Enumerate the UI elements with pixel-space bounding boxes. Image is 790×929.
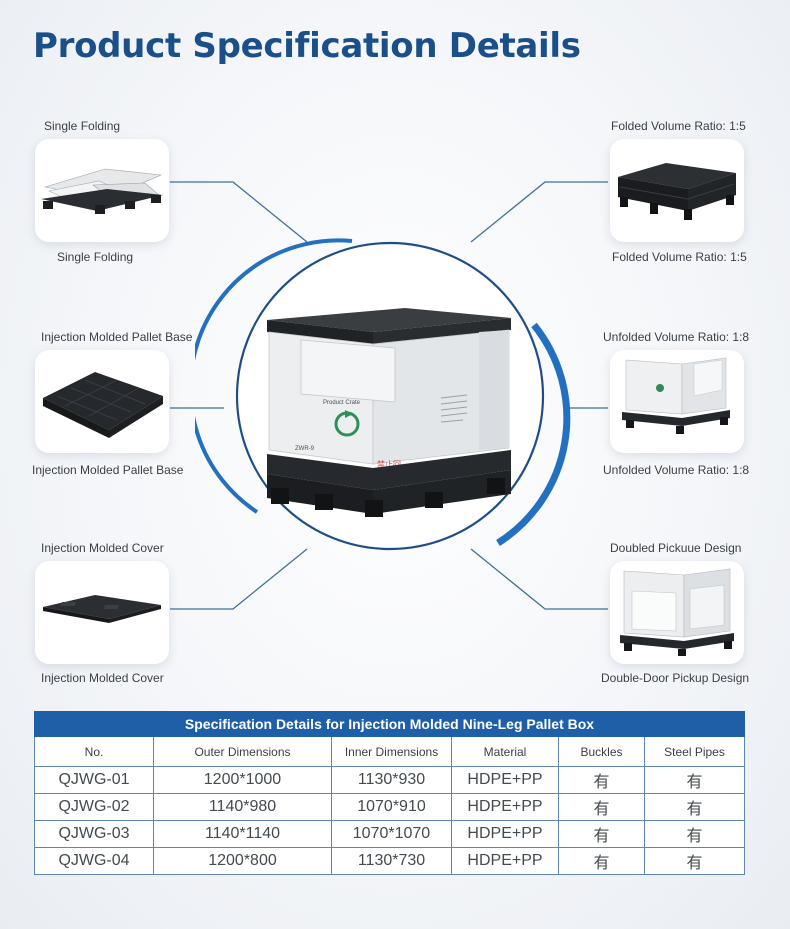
cell-outer: 1200*800 xyxy=(153,847,332,875)
left-accent-arc xyxy=(195,238,353,514)
cell-outer: 1200*1000 xyxy=(153,766,332,794)
feature-label-single-folding-bottom: Single Folding xyxy=(57,250,134,264)
feature-label-folded-ratio-bottom: Folded Volume Ratio: 1:5 xyxy=(612,250,747,264)
cell-material: HDPE+PP xyxy=(451,766,559,794)
cell-inner: 1130*730 xyxy=(331,847,452,875)
cell-inner: 1070*1070 xyxy=(331,820,452,848)
cell-buckles: 有 xyxy=(558,766,645,794)
cell-outer: 1140*1140 xyxy=(153,820,332,848)
connector-lines xyxy=(170,181,608,610)
feature-label-folded-ratio-top: Folded Volume Ratio: 1:5 xyxy=(611,119,746,133)
cell-inner: 1070*910 xyxy=(331,793,452,821)
page-title: Product Specification Details xyxy=(33,26,581,66)
specification-table: Specification Details for Injection Mold… xyxy=(33,711,746,875)
header-buckles: Buckles xyxy=(558,736,645,767)
right-accent-arc xyxy=(496,322,571,546)
table-header-row: No. Outer Dimensions Inner Dimensions Ma… xyxy=(34,736,746,767)
cell-no: QJWG-04 xyxy=(34,847,154,875)
cell-material: HDPE+PP xyxy=(451,793,559,821)
feature-label-single-folding-top: Single Folding xyxy=(44,119,121,133)
feature-label-pickup-bottom: Double-Door Pickup Design xyxy=(601,671,750,685)
cell-buckles: 有 xyxy=(558,820,645,848)
cover-lid-image xyxy=(35,561,169,664)
feature-label-pallet-base-top: Injection Molded Pallet Base xyxy=(41,330,193,344)
cell-no: QJWG-01 xyxy=(34,766,154,794)
table-row: QJWG-03 1140*1140 1070*1070 HDPE+PP 有 有 xyxy=(34,820,746,848)
folded-stack-image xyxy=(610,139,744,242)
box-mark: 禁止回 xyxy=(377,459,401,469)
folded-crate-image xyxy=(35,139,169,242)
cell-steel-pipes: 有 xyxy=(643,820,746,848)
header-outer-dimensions: Outer Dimensions xyxy=(153,736,332,767)
cell-steel-pipes: 有 xyxy=(643,847,746,875)
cell-material: HDPE+PP xyxy=(451,847,559,875)
feature-label-cover-bottom: Injection Molded Cover xyxy=(41,671,164,685)
cell-inner: 1130*930 xyxy=(331,766,452,794)
cell-no: QJWG-02 xyxy=(34,793,154,821)
cell-no: QJWG-03 xyxy=(34,820,154,848)
cell-buckles: 有 xyxy=(558,793,645,821)
header-inner-dimensions: Inner Dimensions xyxy=(331,736,452,767)
box-code: ZWR-9 xyxy=(295,446,315,452)
door-crate-image xyxy=(610,561,744,664)
cell-material: HDPE+PP xyxy=(451,820,559,848)
table-row: QJWG-02 1140*980 1070*910 HDPE+PP 有 有 xyxy=(34,793,746,821)
feature-label-unfolded-ratio-bottom: Unfolded Volume Ratio: 1:8 xyxy=(603,463,750,477)
cell-steel-pipes: 有 xyxy=(643,766,746,794)
cell-steel-pipes: 有 xyxy=(643,793,746,821)
cell-outer: 1140*980 xyxy=(153,793,332,821)
header-material: Material xyxy=(451,736,559,767)
table-caption: Specification Details for Injection Mold… xyxy=(33,711,746,737)
pallet-base-image xyxy=(35,350,169,453)
feature-label-pallet-base-bottom: Injection Molded Pallet Base xyxy=(32,463,184,477)
feature-label-unfolded-ratio-top: Unfolded Volume Ratio: 1:8 xyxy=(603,330,750,344)
table-row: QJWG-01 1200*1000 1130*930 HDPE+PP 有 有 xyxy=(34,766,746,794)
header-steel-pipes: Steel Pipes xyxy=(643,736,746,767)
center-product-illustration: Product Crate ZWR-9 禁止回 xyxy=(195,238,571,551)
feature-label-cover-top: Injection Molded Cover xyxy=(41,541,164,555)
open-crate-image xyxy=(610,350,744,453)
recycle-icon xyxy=(334,410,360,437)
box-label: Product Crate xyxy=(323,400,361,406)
cell-buckles: 有 xyxy=(558,847,645,875)
header-no: No. xyxy=(34,736,154,767)
feature-label-pickup-top: Doubled Pickuue Design xyxy=(610,541,742,555)
table-row: QJWG-04 1200*800 1130*730 HDPE+PP 有 有 xyxy=(34,847,746,875)
